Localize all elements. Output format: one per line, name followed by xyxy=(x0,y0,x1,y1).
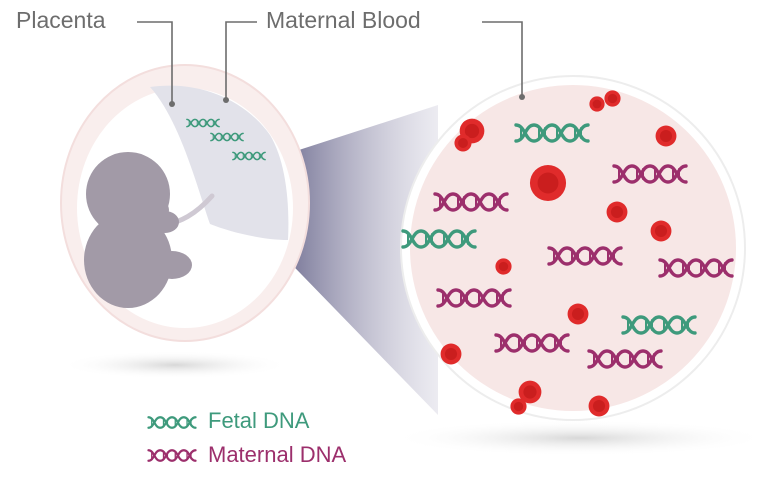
blood-cell-icon xyxy=(495,258,511,274)
legend-fetal-dna-label: Fetal DNA xyxy=(208,410,309,432)
blood-cell-icon xyxy=(530,165,566,201)
blood-cell-icon xyxy=(454,134,471,151)
legend-fetal-dna-icon xyxy=(148,417,195,427)
maternal-blood-callout-line xyxy=(482,22,522,95)
blood-cell-icon xyxy=(589,96,604,111)
legend-maternal-dna-icon xyxy=(148,450,195,460)
blood-cell-icon xyxy=(604,90,620,106)
magnifier-shadow xyxy=(390,420,768,456)
blood-cell-icon xyxy=(568,304,589,325)
blood-cell-icon xyxy=(510,398,526,414)
blood-cell-icon xyxy=(651,221,672,242)
blood-cell-icon xyxy=(589,396,610,417)
uterus-shadow xyxy=(60,351,290,379)
maternal-blood-callout-dot xyxy=(223,97,229,103)
placenta-label: Placenta xyxy=(16,9,106,32)
blood-cell-icon xyxy=(656,126,677,147)
maternal-blood-label: Maternal Blood xyxy=(266,9,421,32)
blood-cell-icon xyxy=(441,344,462,365)
placenta-callout-dot xyxy=(169,101,175,107)
legend-maternal-dna-label: Maternal DNA xyxy=(208,444,346,466)
maternal-blood-circle-callout-dot xyxy=(519,94,525,100)
blood-cell-icon xyxy=(607,202,628,223)
